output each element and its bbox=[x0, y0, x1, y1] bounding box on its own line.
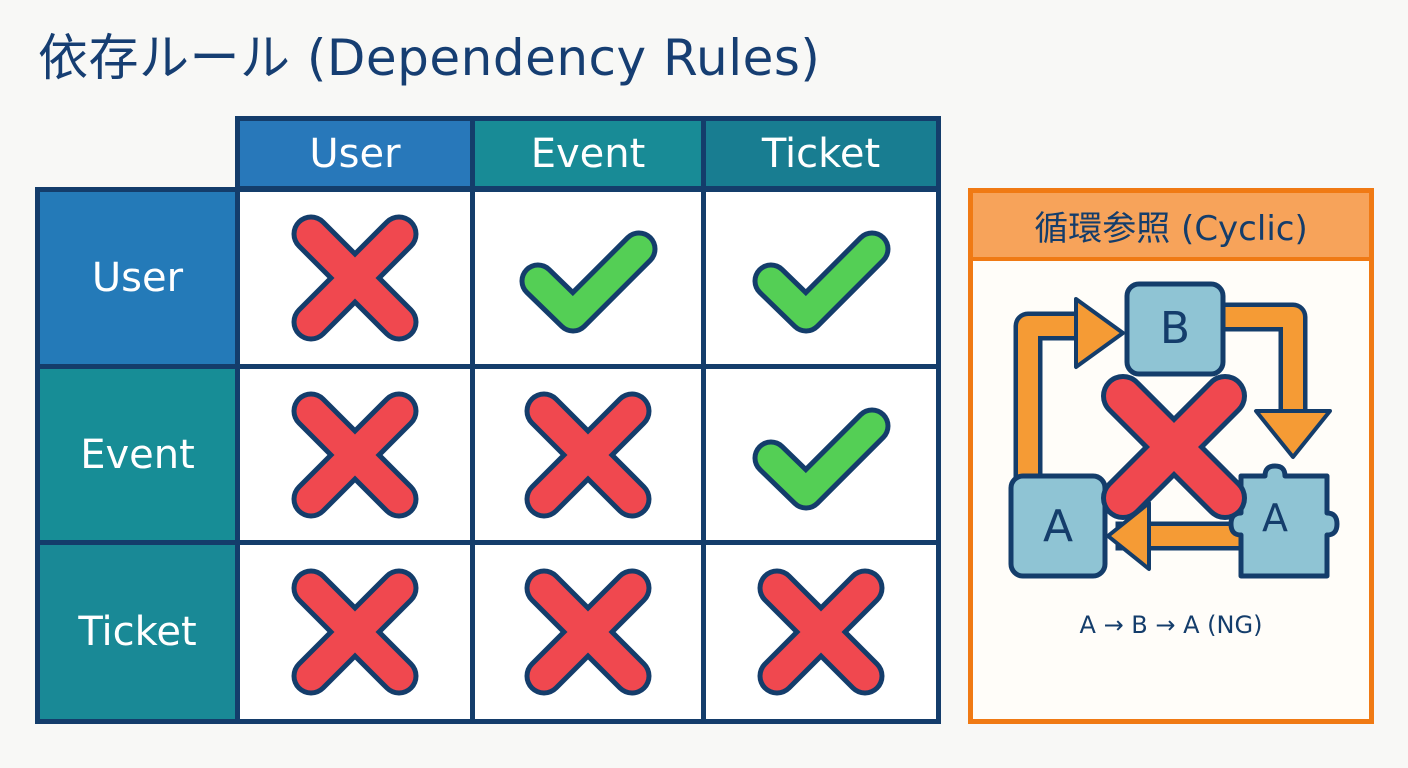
matrix-cell bbox=[701, 187, 941, 369]
row-header-ticket-label: Ticket bbox=[78, 609, 197, 655]
matrix-cell bbox=[235, 540, 475, 724]
cyclic-reference-diagram: B A A bbox=[1008, 281, 1340, 579]
matrix-cell bbox=[235, 187, 475, 369]
x-icon bbox=[508, 375, 668, 535]
matrix-cell bbox=[235, 364, 475, 545]
column-header-user-label: User bbox=[309, 130, 401, 177]
x-icon bbox=[275, 552, 435, 712]
node-a: A bbox=[1008, 473, 1108, 579]
row-header-event: Event bbox=[35, 364, 240, 545]
cycle-arrow-a-to-b bbox=[1013, 297, 1125, 481]
node-a-label: A bbox=[1043, 501, 1073, 552]
node-a-prime-label: A bbox=[1262, 496, 1288, 540]
matrix-cell bbox=[470, 364, 706, 545]
check-icon bbox=[741, 375, 901, 535]
node-a-prime: A bbox=[1228, 463, 1340, 579]
page-title: 依存ルール (Dependency Rules) bbox=[38, 29, 821, 87]
cyclic-panel-title: 循環参照 (Cyclic) bbox=[973, 193, 1369, 261]
column-header-user: User bbox=[235, 116, 475, 192]
cycle-prohibited-x-icon bbox=[1101, 374, 1247, 520]
row-header-user: User bbox=[35, 187, 240, 369]
column-header-ticket-label: Ticket bbox=[761, 130, 881, 177]
matrix-cell bbox=[470, 540, 706, 724]
x-icon bbox=[275, 198, 435, 358]
cycle-arrow-a-prime-to-a bbox=[1106, 501, 1246, 571]
row-header-user-label: User bbox=[91, 255, 184, 301]
cyclic-reference-panel: 循環参照 (Cyclic) B bbox=[968, 188, 1374, 724]
check-icon bbox=[508, 198, 668, 358]
dependency-matrix: User Event Ticket User Event Ticket bbox=[35, 116, 941, 724]
row-header-event-label: Event bbox=[80, 431, 195, 478]
column-header-event: Event bbox=[470, 116, 706, 192]
node-b-label: B bbox=[1160, 303, 1190, 354]
node-b: B bbox=[1124, 281, 1226, 377]
column-header-ticket: Ticket bbox=[701, 116, 941, 192]
row-header-ticket: Ticket bbox=[35, 540, 240, 724]
column-header-event-label: Event bbox=[530, 130, 646, 177]
check-icon bbox=[741, 198, 901, 358]
x-icon bbox=[741, 552, 901, 712]
matrix-cell bbox=[470, 187, 706, 369]
x-icon bbox=[508, 552, 668, 712]
matrix-cell bbox=[701, 540, 941, 724]
x-icon bbox=[275, 375, 435, 535]
matrix-cell bbox=[701, 364, 941, 545]
cyclic-reference-caption: A → B → A (NG) bbox=[1079, 611, 1263, 639]
